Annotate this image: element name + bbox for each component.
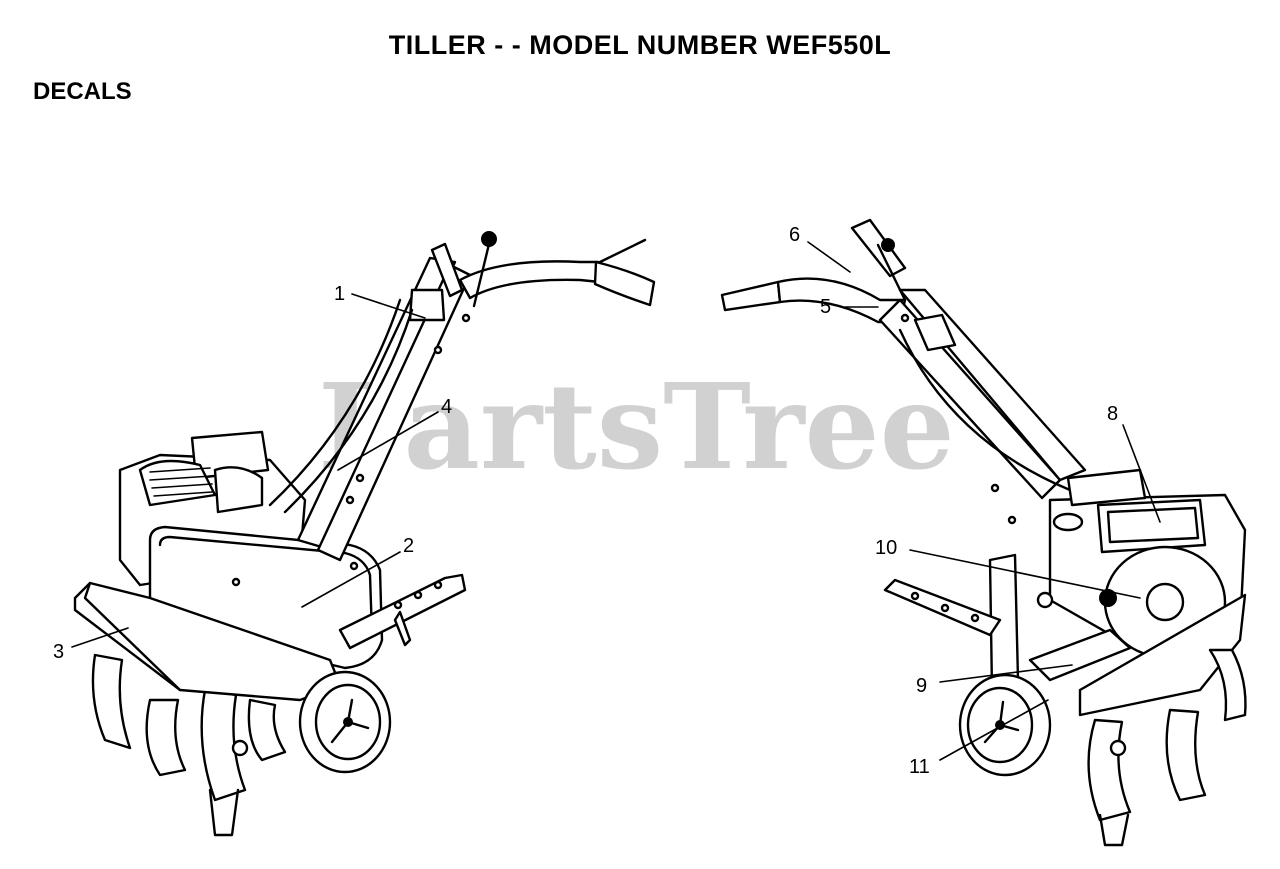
callout-label: 4: [441, 396, 452, 418]
right-wheel: [958, 673, 1052, 777]
callout-label: 11: [909, 756, 930, 778]
right-tines: [1078, 593, 1247, 847]
callout-label: 3: [53, 641, 64, 663]
callout-label: 1: [334, 283, 345, 305]
right-tiller-illustration: [720, 218, 1247, 847]
left-depth-bar: [338, 573, 467, 650]
callout-2: 2: [301, 535, 414, 608]
callout-label: 2: [403, 535, 414, 557]
callout-10: 10: [875, 537, 1141, 599]
callout-5: 5: [820, 296, 879, 318]
callout-11: 11: [909, 699, 1049, 778]
callout-1: 1: [334, 283, 426, 319]
right-handlebar: [720, 218, 1087, 525]
callout-label: 9: [916, 675, 927, 697]
section-heading: DECALS: [33, 78, 132, 105]
left-handlebar: [268, 231, 656, 562]
callout-label: 5: [820, 296, 831, 318]
left-wheel: [298, 670, 392, 774]
callout-6: 6: [789, 224, 851, 273]
diagram-title: TILLER - - MODEL NUMBER WEF550L: [388, 30, 892, 60]
callout-label: 8: [1107, 403, 1118, 425]
callout-3: 3: [53, 627, 129, 663]
callout-4: 4: [337, 396, 452, 471]
callout-9: 9: [916, 664, 1073, 697]
callout-label: 6: [789, 224, 800, 246]
callout-8: 8: [1107, 403, 1161, 523]
left-tines: [91, 653, 287, 837]
callout-label: 10: [875, 537, 897, 559]
left-tiller-illustration: [73, 231, 656, 837]
